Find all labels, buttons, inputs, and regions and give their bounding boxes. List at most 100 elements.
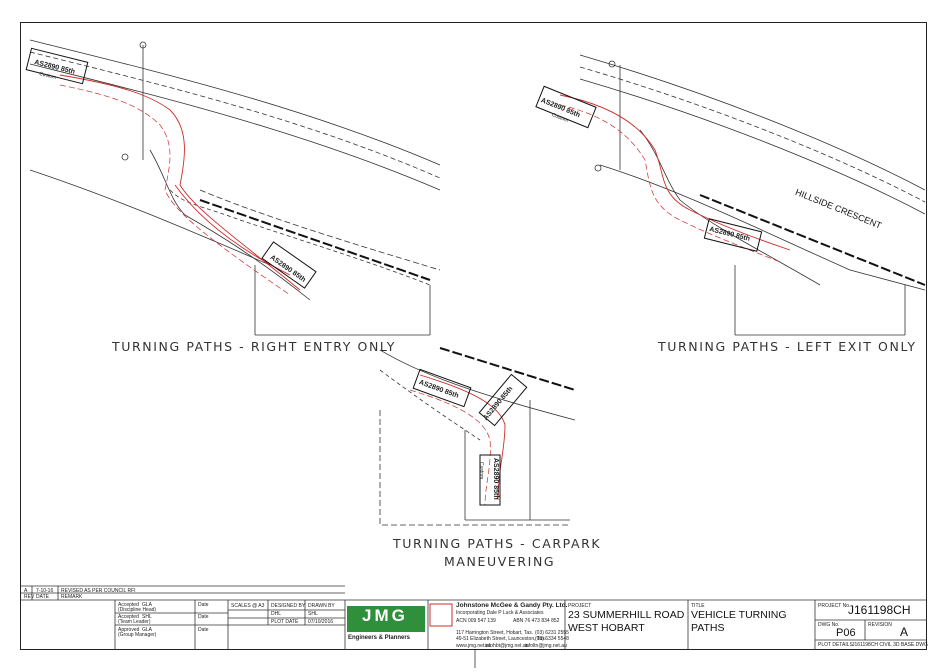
vehicle-outline — [25, 47, 89, 85]
company-abn: ABN 76 473 834 852 — [513, 618, 560, 624]
vehicle-outline — [703, 218, 763, 252]
kerb-heavy-line — [699, 194, 926, 286]
company-acn: ACN 009 547 139 — [456, 618, 496, 624]
drawn-by-value: SHL — [308, 611, 318, 617]
boundary-line — [599, 164, 926, 291]
road-edge-line — [379, 349, 576, 421]
company-name: Johnstone McGee & Gandy Pty. Ltd. — [456, 602, 568, 609]
caption-carpark-line1: TURNING PATHS - CARPARK — [393, 536, 602, 551]
road-centre-line — [579, 66, 926, 203]
boundary-line — [29, 169, 271, 266]
project-line-2: WEST HOBART — [568, 622, 645, 634]
accepted-1-sub: (Discipline Head) — [118, 607, 157, 613]
accepted-2-sub: (Team Leader) — [118, 619, 151, 625]
project-no-label: PROJECT No. — [818, 603, 851, 609]
jmg-logo-subtitle: Engineers & Planners — [348, 635, 411, 641]
kerb-heavy-line — [439, 347, 576, 391]
road-edge-line — [29, 63, 441, 191]
revision-rev-label: REV — [24, 594, 35, 600]
turning-path-red — [559, 104, 781, 263]
caption-right-entry: TURNING PATHS - RIGHT ENTRY ONLY — [112, 339, 397, 354]
survey-marker — [139, 41, 147, 49]
designed-by-value: DHL — [271, 611, 282, 617]
jmg-logo-text: JMG — [362, 606, 408, 625]
vehicle-outline — [412, 368, 472, 408]
vehicle-label: AS2890 85th — [492, 458, 499, 500]
caption-left-exit: TURNING PATHS - LEFT EXIT ONLY — [658, 339, 917, 354]
drawing-sheet-border — [20, 22, 927, 650]
accepted-1-label: Accepted — [118, 602, 139, 608]
revision-description: REVISED AS PER COUNCIL RFI — [61, 588, 136, 594]
scales-label: SCALES @ A3 — [231, 603, 265, 609]
plot-date-value: 07/10/2016 — [308, 619, 334, 625]
company-address-1: 117 Harrington Street, Hobart, Tas. — [456, 630, 534, 636]
company-address-2: 49-51 Elizabeth Street, Launceston, Tas. — [456, 636, 546, 642]
revision-date-label: DATE — [36, 594, 49, 600]
project-line-1: 23 SUMMERHILL ROAD — [568, 609, 685, 621]
vehicle-variant-label: Custom — [478, 462, 484, 480]
vehicle-outline — [479, 454, 501, 506]
title-line-1: VEHICLE TURNING — [691, 609, 787, 621]
survey-marker — [608, 60, 616, 68]
road-edge-line — [579, 54, 926, 191]
road-edge-line — [579, 78, 926, 215]
company-phone-2: (03) 6334 5548 — [535, 636, 569, 642]
company-web: www.jmg.net.au — [456, 643, 492, 649]
company-email-1: infohbt@jmg.net.au — [485, 643, 529, 649]
carpark-outline — [734, 265, 906, 336]
approval-date-label: Date — [198, 627, 209, 633]
boundary-line — [379, 410, 570, 526]
driveway-centre — [169, 189, 431, 286]
panel-left-exit — [535, 54, 926, 336]
accepted-1-name: GLA — [142, 602, 153, 608]
approved-label: Approved — [118, 627, 140, 633]
title-label: TITLE — [691, 603, 705, 609]
dwg-no-value: P06 — [836, 627, 856, 639]
driveway-centre — [379, 369, 481, 441]
survey-marker — [594, 164, 602, 172]
plot-date-label: PLOT DATE — [271, 619, 299, 625]
panel-right-entry — [25, 39, 441, 336]
vehicle-outline — [261, 241, 317, 289]
driveway-edge — [149, 149, 311, 301]
vehicle-outline — [478, 373, 528, 427]
revision-remark-label: REMARK — [61, 594, 83, 600]
accepted-2-name: SHL — [142, 614, 152, 620]
company-email-2: infoltn@jmg.net.au — [525, 643, 567, 649]
revision-value: A — [900, 625, 909, 639]
road-centre-line — [29, 51, 441, 179]
title-line-2: PATHS — [691, 622, 725, 634]
jmg-logo — [347, 603, 453, 632]
plot-details-value: J161198CH CIVIL 3D BASE.DWG — [852, 642, 928, 648]
project-no-value: J161198CH — [848, 603, 911, 617]
title-block-frame — [20, 585, 927, 668]
company-incorporating: Incorporating Dale P Luck & Associates — [456, 610, 544, 616]
caption-carpark-line2: MANEUVERING — [444, 554, 556, 569]
approval-date-label: Date — [198, 602, 209, 608]
revision-letter: A — [24, 588, 28, 594]
drawn-by-label: DRAWN BY — [308, 603, 335, 609]
approved-name: GLA — [142, 627, 153, 633]
project-label: PROJECT — [568, 603, 592, 609]
road-edge-line — [29, 39, 441, 166]
revision-date: 7-10-16 — [36, 588, 54, 594]
kerb-line — [199, 189, 441, 271]
approved-sub: (Group Manager) — [118, 632, 157, 638]
turning-path-red — [409, 389, 491, 506]
revision-label: REVISION — [868, 622, 892, 628]
company-phone-1: (03) 6231 2555 — [535, 630, 569, 636]
approval-date-label: Date — [198, 614, 209, 620]
carpark-outline — [464, 400, 570, 521]
carpark-outline — [254, 265, 431, 336]
kerb-heavy-line — [199, 199, 431, 281]
accepted-2-label: Accepted — [118, 614, 139, 620]
turning-path-red — [59, 74, 301, 291]
driveway-edge — [639, 129, 821, 286]
survey-marker — [121, 153, 129, 161]
panel-carpark — [379, 347, 576, 526]
dwg-no-label: DWG No. — [818, 622, 840, 628]
designed-by-label: DESIGNED BY — [271, 603, 306, 609]
turning-path-red — [59, 84, 291, 296]
turning-path-red — [559, 94, 791, 251]
